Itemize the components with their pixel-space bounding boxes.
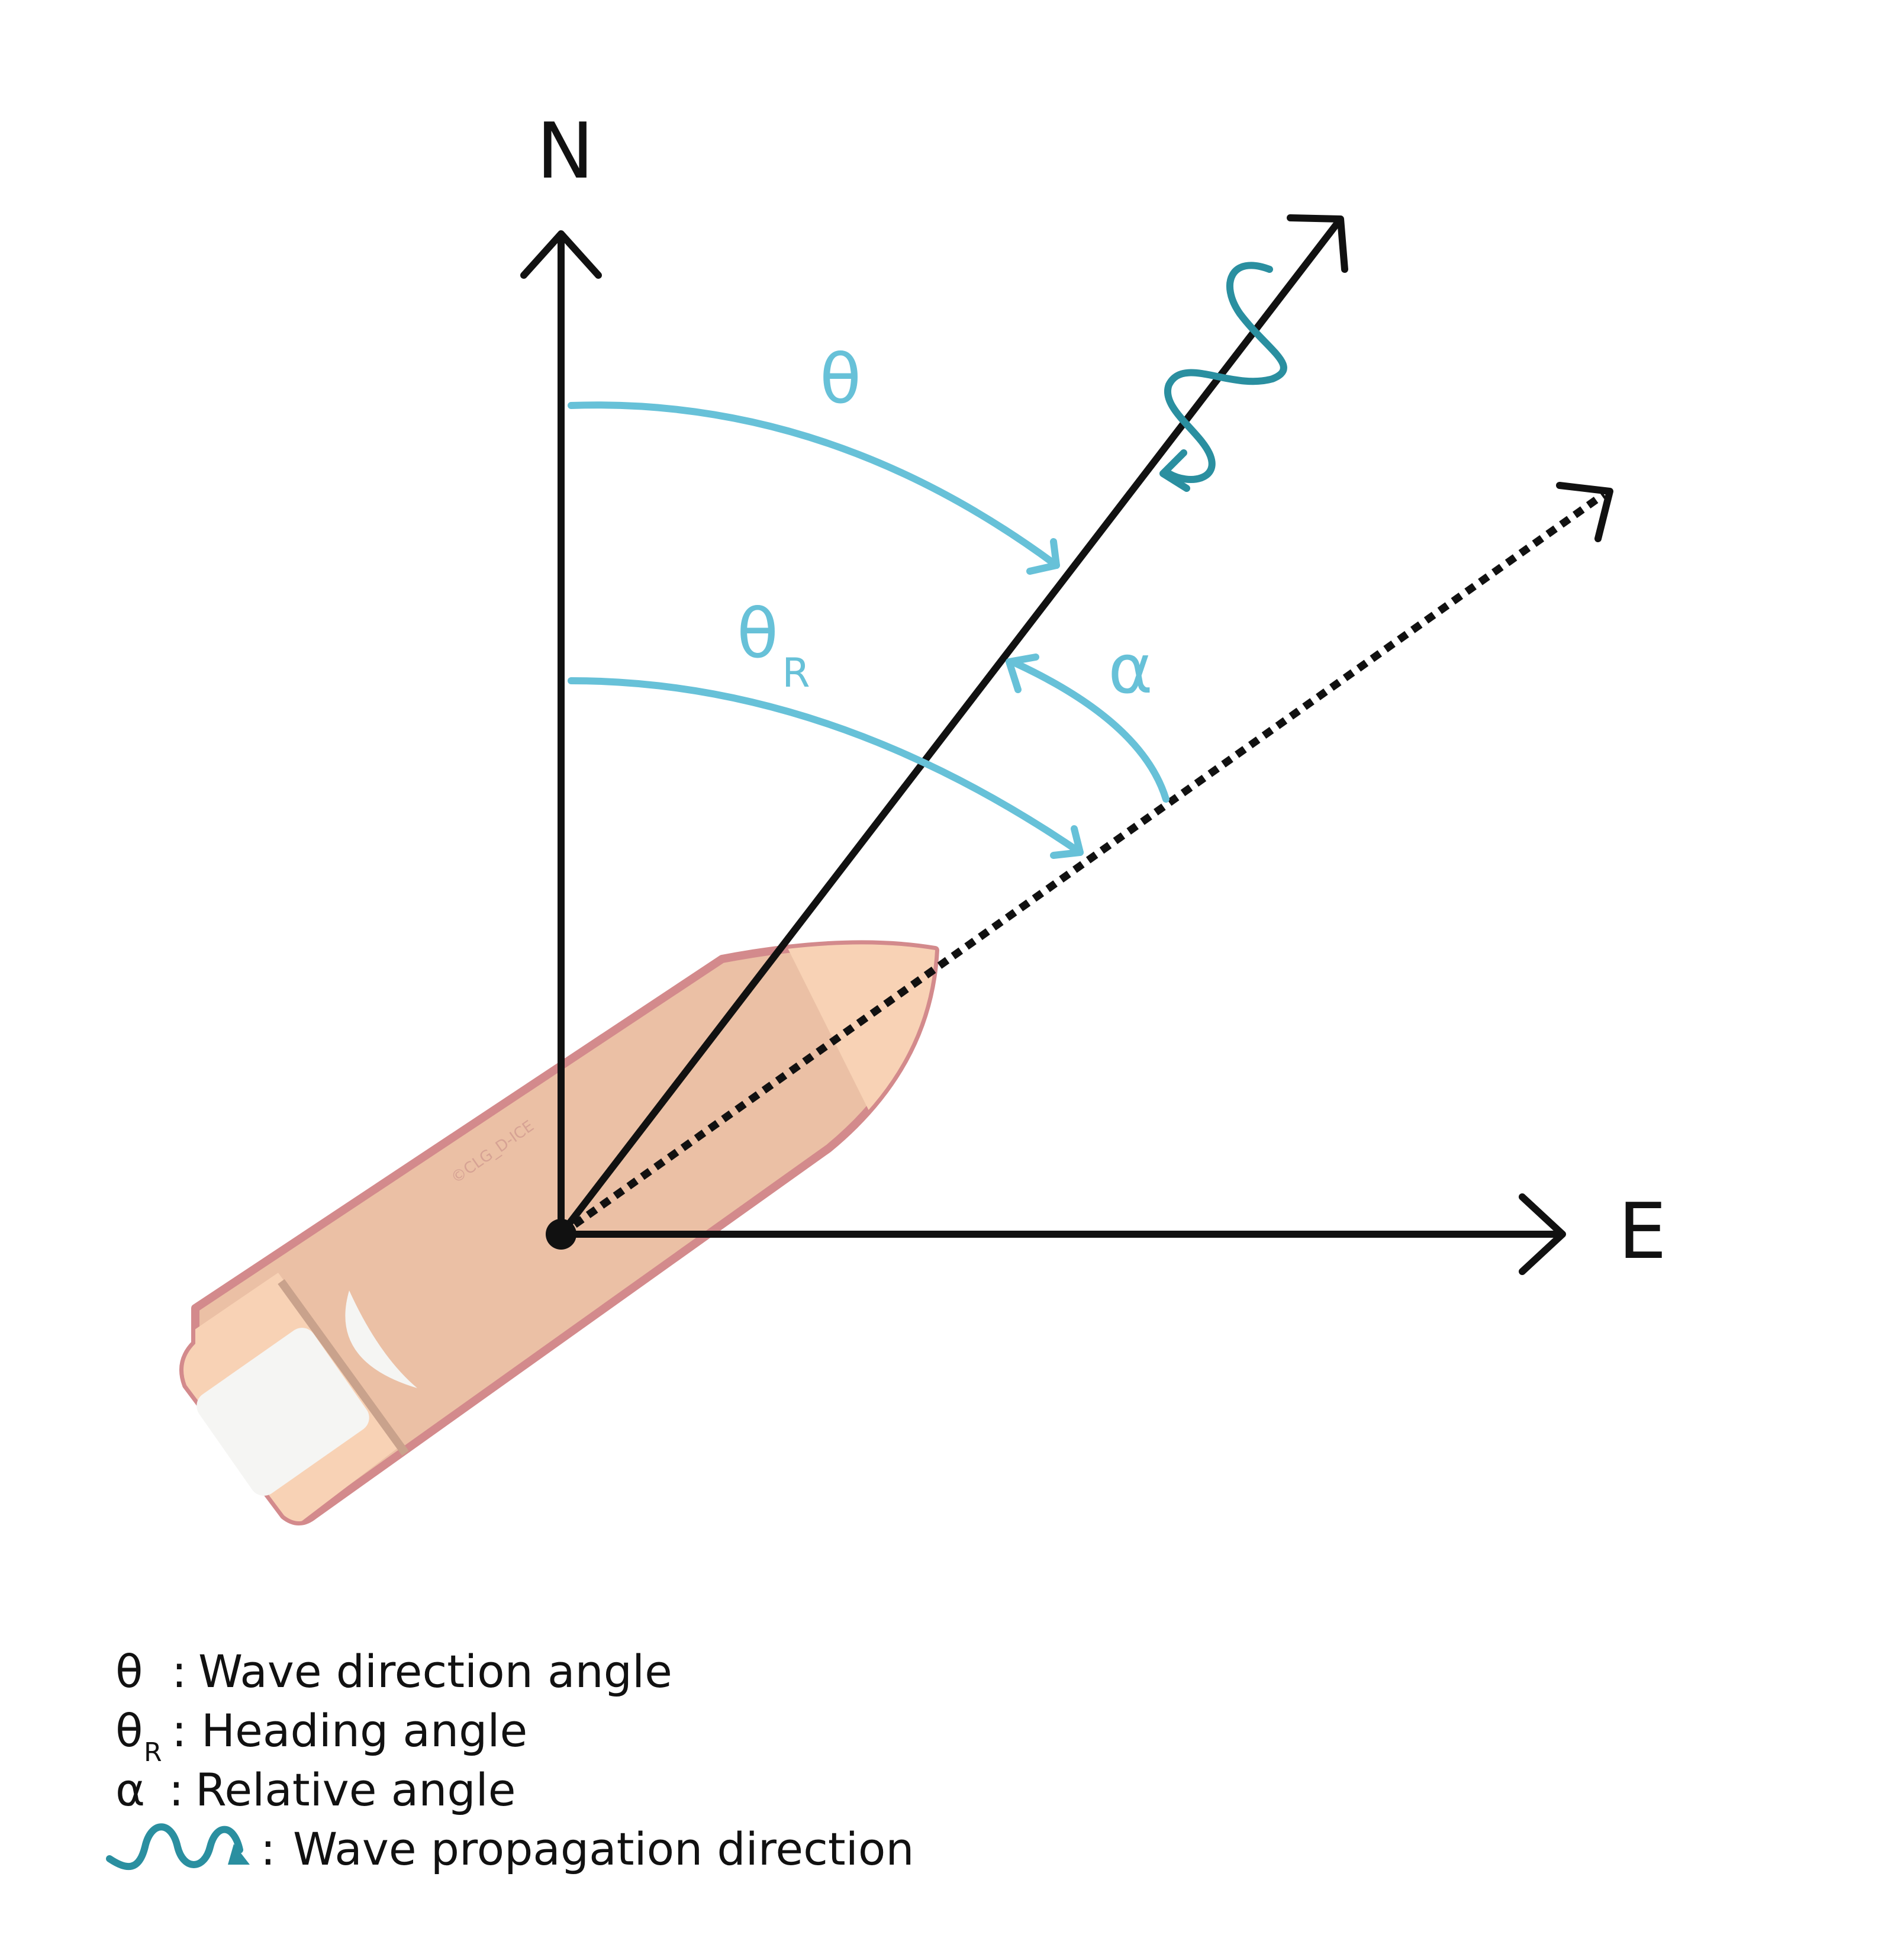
theta-label: θ [820,340,861,419]
legend-separator: : [260,1823,276,1875]
legend-wave-icon [106,1823,250,1871]
theta-r-arc [568,677,1084,859]
alpha-arrowhead [1006,654,1039,693]
ship-window [345,1290,417,1388]
legend-subscript: R [144,1737,162,1768]
wave-direction-arrowhead [1287,214,1348,273]
legend-text: Relative angle [195,1763,516,1816]
north-arrowhead [520,230,602,279]
legend-separator: : [172,1704,187,1757]
legend-item: θ : Wave direction angle [115,1645,672,1698]
legend-item: α : Relative angle [115,1763,516,1816]
legend-symbol: θ [115,1645,143,1698]
north-label: N [536,106,594,196]
heading-arrowhead [1556,482,1613,542]
theta-r-label: θ [737,594,778,674]
alpha-arc [1006,654,1170,803]
legend-symbol: α [115,1763,145,1816]
alpha-label: α [1108,630,1153,709]
north-axis [520,230,602,1234]
theta-r-arrowhead [1050,825,1084,859]
theta-arc [568,401,1060,575]
theta-arrowhead [1026,538,1060,575]
legend-text: Heading angle [201,1704,527,1757]
wave-squiggle-icon [1159,262,1287,492]
legend-separator: : [169,1763,184,1816]
ship-deckhouse [196,1328,369,1496]
legend-text: Wave direction angle [198,1645,672,1698]
east-axis [561,1193,1566,1275]
legend-symbol: θ [115,1704,143,1757]
wave-direction-line [558,214,1348,1237]
heading-line [559,482,1613,1238]
origin-dot [546,1219,576,1250]
legend-text: Wave propagation direction [293,1823,914,1875]
legend: θ : Wave direction angle θ R : Heading a… [106,1645,914,1875]
east-label: E [1618,1186,1667,1276]
legend-separator: : [172,1645,187,1698]
legend-item: : Wave propagation direction [106,1823,914,1875]
east-arrowhead [1519,1193,1566,1275]
ship-stern-divider [278,1279,409,1456]
legend-item: θ R : Heading angle [115,1704,527,1768]
theta-r-subscript: R [782,650,810,697]
